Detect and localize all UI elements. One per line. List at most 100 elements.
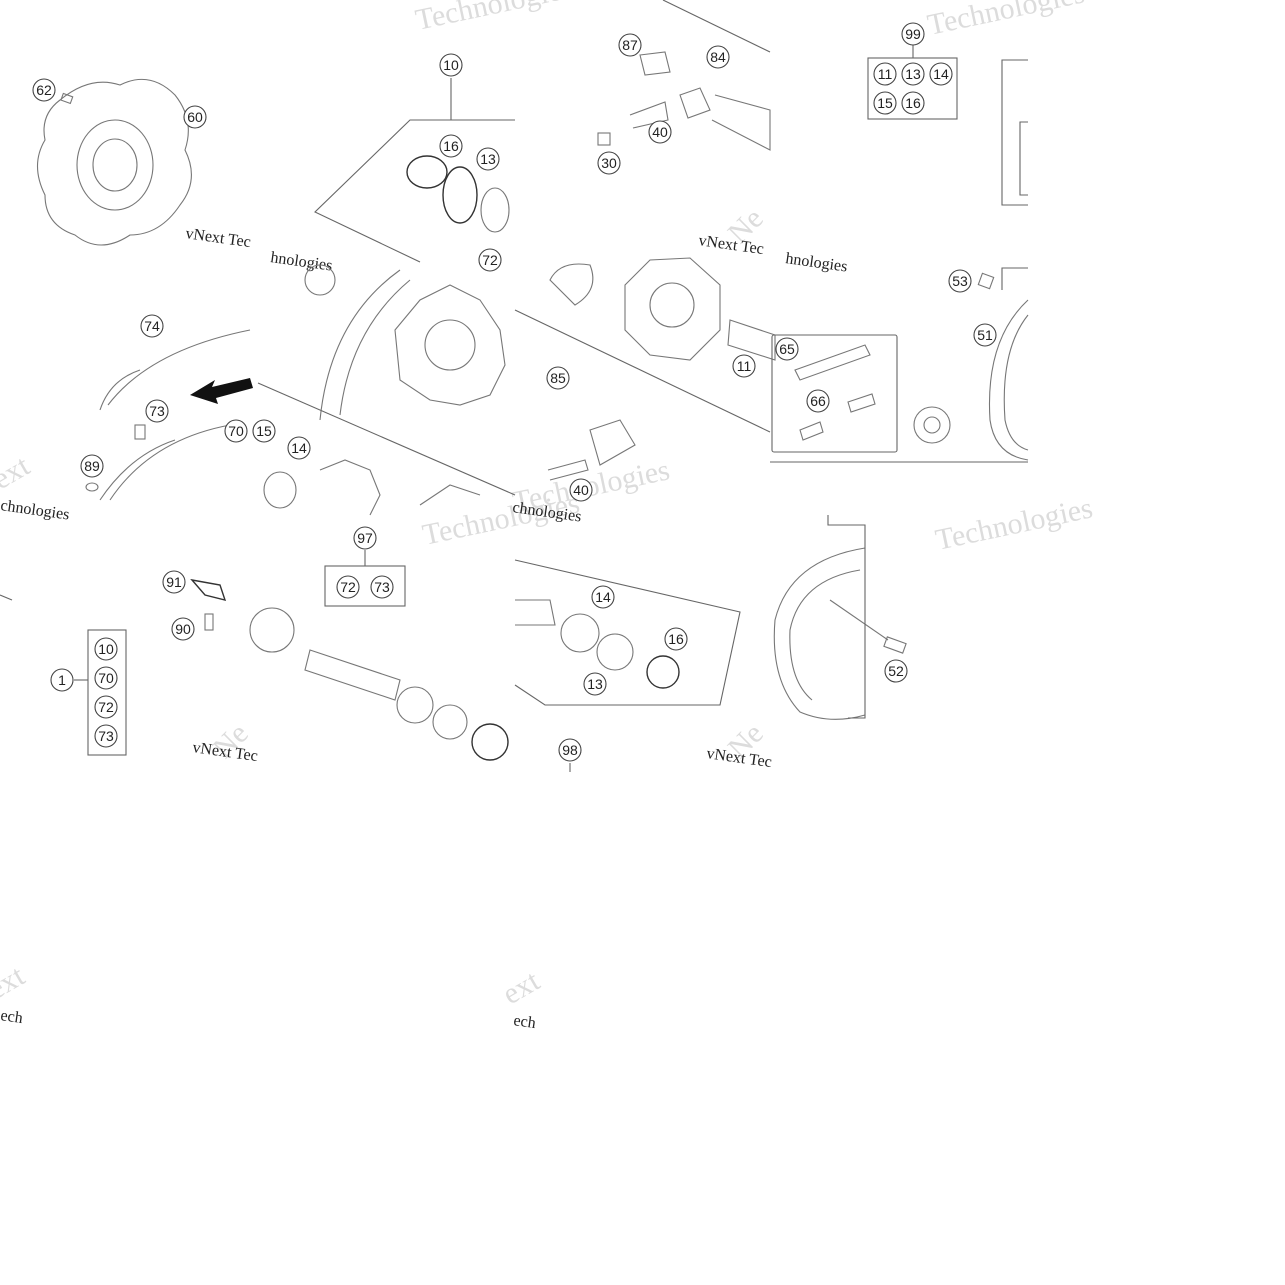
svg-text:13: 13: [905, 66, 921, 82]
callout-73[interactable]: 73: [94, 724, 118, 748]
callout-60[interactable]: 60: [183, 105, 207, 129]
callout-87[interactable]: 87: [618, 33, 642, 57]
callout-98[interactable]: 98: [558, 738, 582, 762]
callout-14[interactable]: 14: [591, 585, 615, 609]
callout-99[interactable]: 99: [901, 22, 925, 46]
svg-text:72: 72: [340, 579, 356, 595]
callout-1[interactable]: 1: [50, 668, 74, 692]
callout-40[interactable]: 40: [569, 478, 593, 502]
watermark-technologies: Technologies: [413, 0, 576, 37]
svg-text:62: 62: [36, 82, 52, 98]
callout-97[interactable]: 97: [353, 526, 377, 550]
part-callouts: 62 60 10 16 13 87 84 40 30 99 11 13 14 1…: [32, 22, 997, 762]
callout-16[interactable]: 16: [439, 134, 463, 158]
svg-text:97: 97: [357, 530, 373, 546]
callout-84[interactable]: 84: [706, 45, 730, 69]
svg-text:87: 87: [622, 37, 638, 53]
watermark-ech: ech: [0, 1007, 24, 1027]
svg-text:14: 14: [595, 589, 611, 605]
chain-and-sprocket-drawing: [773, 272, 1029, 720]
callout-10[interactable]: 10: [94, 637, 118, 661]
svg-text:11: 11: [737, 358, 752, 374]
callout-15[interactable]: 15: [873, 91, 897, 115]
callout-16[interactable]: 16: [664, 627, 688, 651]
svg-text:65: 65: [779, 341, 795, 357]
svg-text:14: 14: [291, 440, 307, 456]
callout-72[interactable]: 72: [94, 695, 118, 719]
svg-text:10: 10: [98, 641, 114, 657]
watermark-chnologies: chnologies: [0, 497, 70, 523]
svg-text:40: 40: [652, 124, 668, 140]
svg-text:73: 73: [98, 728, 114, 744]
brake-disc-drawing: [36, 78, 192, 246]
svg-text:89: 89: [84, 458, 100, 474]
svg-text:70: 70: [228, 423, 244, 439]
callout-11[interactable]: 11: [732, 354, 756, 378]
callout-65[interactable]: 65: [775, 337, 799, 361]
svg-text:53: 53: [952, 273, 968, 289]
callout-90[interactable]: 90: [171, 617, 195, 641]
callout-85[interactable]: 85: [546, 366, 570, 390]
svg-text:90: 90: [175, 621, 191, 637]
watermark-hnologies: hnologies: [269, 249, 333, 274]
svg-text:15: 15: [877, 95, 893, 111]
svg-text:14: 14: [933, 66, 949, 82]
callout-91[interactable]: 91: [162, 570, 186, 594]
svg-text:73: 73: [374, 579, 390, 595]
callout-73[interactable]: 73: [145, 399, 169, 423]
svg-text:16: 16: [668, 631, 684, 647]
callout-13[interactable]: 13: [901, 62, 925, 86]
callout-15[interactable]: 15: [252, 419, 276, 443]
callout-73[interactable]: 73: [370, 575, 394, 599]
callout-66[interactable]: 66: [806, 389, 830, 413]
svg-text:66: 66: [810, 393, 826, 409]
callout-13[interactable]: 13: [476, 147, 500, 171]
callout-40[interactable]: 40: [648, 120, 672, 144]
svg-text:84: 84: [710, 49, 726, 65]
callout-74[interactable]: 74: [140, 314, 164, 338]
svg-text:73: 73: [149, 403, 165, 419]
svg-text:13: 13: [587, 676, 603, 692]
svg-text:10: 10: [443, 57, 459, 73]
watermark-technologies: Technologies: [933, 491, 1096, 556]
callout-62[interactable]: 62: [32, 78, 56, 102]
svg-text:40: 40: [573, 482, 589, 498]
svg-text:99: 99: [905, 26, 921, 42]
svg-text:30: 30: [601, 155, 617, 171]
callout-72[interactable]: 72: [336, 575, 360, 599]
callout-52[interactable]: 52: [884, 659, 908, 683]
callout-89[interactable]: 89: [80, 454, 104, 478]
watermark-ext: ext: [497, 964, 546, 1011]
callout-11[interactable]: 11: [873, 62, 897, 86]
svg-text:60: 60: [187, 109, 203, 125]
callout-14[interactable]: 14: [929, 62, 953, 86]
callout-70[interactable]: 70: [94, 666, 118, 690]
svg-text:72: 72: [482, 252, 498, 268]
svg-text:16: 16: [443, 138, 459, 154]
svg-text:16: 16: [905, 95, 921, 111]
watermark-hnologies: hnologies: [784, 250, 848, 275]
watermark-technologies: Technologies: [925, 0, 1088, 42]
callout-53[interactable]: 53: [948, 269, 972, 293]
watermark-vnext-tec: vNext Tec: [705, 745, 772, 771]
callout-16[interactable]: 16: [901, 91, 925, 115]
callout-51[interactable]: 51: [973, 323, 997, 347]
watermark-layer: Technologies Technologies Technologies T…: [0, 0, 1096, 1032]
diagram-frames: [0, 0, 1028, 772]
svg-text:13: 13: [480, 151, 496, 167]
callout-30[interactable]: 30: [597, 151, 621, 175]
rear-axle-drawing: [249, 51, 776, 761]
svg-text:98: 98: [562, 742, 578, 758]
svg-text:91: 91: [166, 574, 182, 590]
svg-text:70: 70: [98, 670, 114, 686]
front-wheel-drawing: [99, 155, 510, 516]
callout-13[interactable]: 13: [583, 672, 607, 696]
watermark-vnext-tec: vNext Tec: [184, 225, 251, 251]
callout-70[interactable]: 70: [224, 419, 248, 443]
callout-72[interactable]: 72: [478, 248, 502, 272]
svg-text:85: 85: [550, 370, 566, 386]
svg-text:74: 74: [144, 318, 160, 334]
callout-14[interactable]: 14: [287, 436, 311, 460]
callout-10[interactable]: 10: [439, 53, 463, 77]
